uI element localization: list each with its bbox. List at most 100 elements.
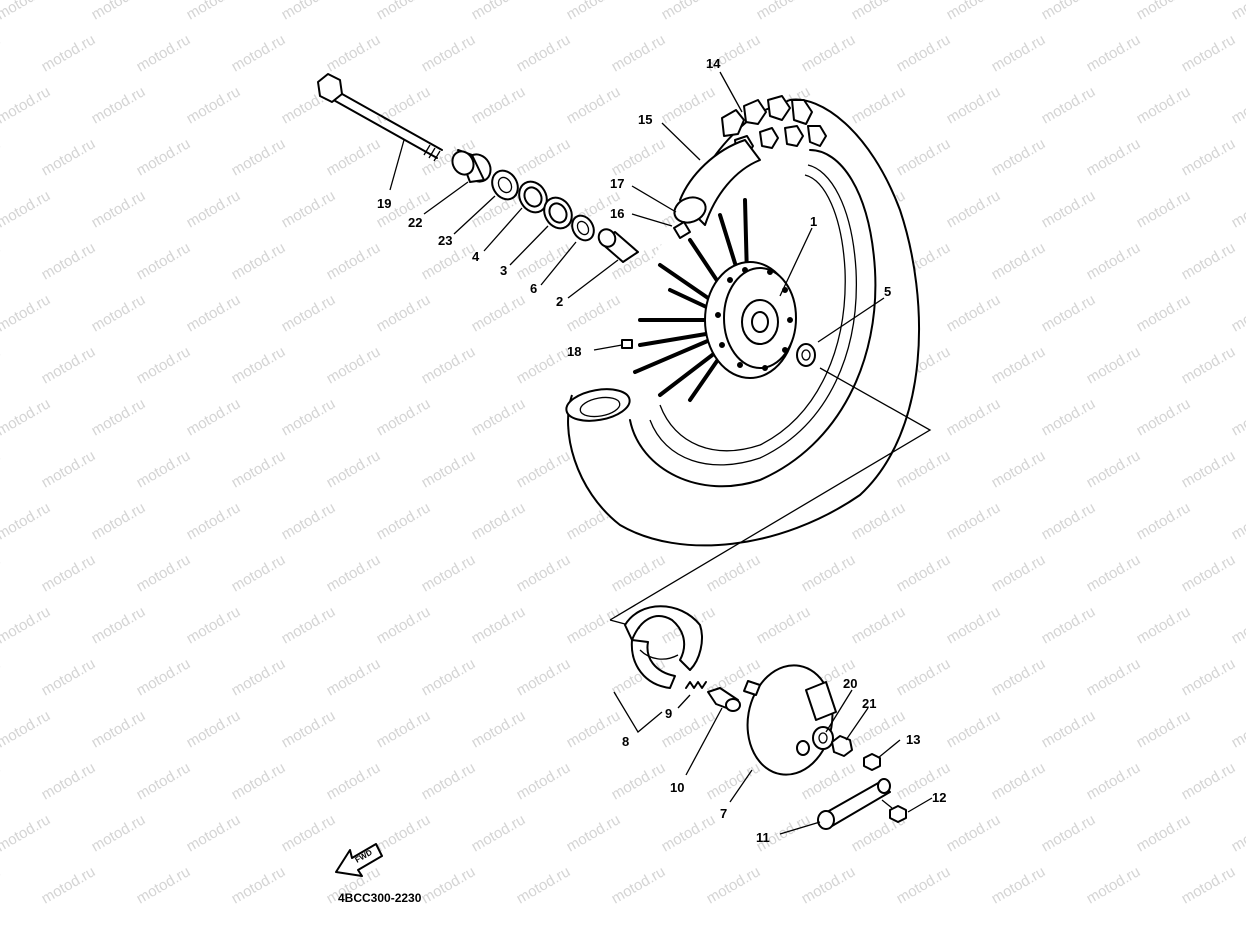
- watermark-text: motod.ru: [1229, 0, 1246, 23]
- watermark-text: motod.ru: [374, 499, 434, 543]
- watermark-text: motod.ru: [279, 0, 339, 23]
- watermark-text: motod.ru: [1229, 83, 1246, 127]
- hub-spoke-holes: [715, 267, 793, 371]
- watermark-text: motod.ru: [1039, 187, 1099, 231]
- watermark-text: motod.ru: [1179, 759, 1239, 803]
- watermark-text: motod.ru: [754, 0, 814, 23]
- watermark-text: motod.ru: [1134, 0, 1194, 23]
- watermark-text: motod.ru: [989, 447, 1049, 491]
- watermark-text: motod.ru: [1134, 291, 1194, 335]
- watermark-text: motod.ru: [1179, 343, 1239, 387]
- watermark-text: motod.ru: [894, 655, 954, 699]
- watermark-text: motod.ru: [1134, 83, 1194, 127]
- watermark-text: motod.ru: [1134, 603, 1194, 647]
- watermark-text: motod.ru: [989, 759, 1049, 803]
- watermark-text: motod.ru: [324, 239, 384, 283]
- watermark-text: motod.ru: [0, 551, 3, 595]
- watermark-text: motod.ru: [0, 395, 53, 439]
- watermark-text: motod.ru: [419, 447, 479, 491]
- watermark-text: motod.ru: [184, 291, 244, 335]
- leader-lines: [389, 71, 933, 835]
- label-2: 2: [556, 294, 563, 309]
- watermark-text: motod.ru: [1179, 655, 1239, 699]
- watermark-text: motod.ru: [469, 811, 529, 855]
- watermark-text: motod.ru: [1039, 499, 1099, 543]
- watermark-text: motod.ru: [39, 135, 99, 179]
- watermark-text: motod.ru: [374, 395, 434, 439]
- watermark-text: motod.ru: [944, 395, 1004, 439]
- label-23: 23: [438, 233, 452, 248]
- watermark-text: motod.ru: [134, 239, 194, 283]
- watermark-text: motod.ru: [944, 0, 1004, 23]
- watermark-text: motod.ru: [419, 759, 479, 803]
- watermark-text: motod.ru: [229, 655, 289, 699]
- watermark-text: motod.ru: [89, 603, 149, 647]
- watermark-text: motod.ru: [0, 135, 3, 179]
- watermark-text: motod.ru: [39, 863, 99, 907]
- label-22: 22: [408, 215, 422, 230]
- watermark-text: motod.ru: [704, 863, 764, 907]
- watermark-text: motod.ru: [564, 707, 624, 751]
- watermark-text: motod.ru: [134, 31, 194, 75]
- watermark-text: motod.ru: [1229, 291, 1246, 335]
- watermark-text: motod.ru: [1179, 447, 1239, 491]
- fwd-arrow-icon: FWD: [335, 843, 383, 877]
- watermark-text: motod.ru: [374, 811, 434, 855]
- label-21: 21: [862, 696, 876, 711]
- watermark-text: motod.ru: [1229, 499, 1246, 543]
- watermark-text: motod.ru: [514, 343, 574, 387]
- watermark-text: motod.ru: [944, 83, 1004, 127]
- watermark-text: motod.ru: [849, 603, 909, 647]
- watermark-text: motod.ru: [564, 811, 624, 855]
- watermark-text: motod.ru: [134, 135, 194, 179]
- watermark-text: motod.ru: [944, 811, 1004, 855]
- watermark-text: motod.ru: [184, 395, 244, 439]
- watermark-text: motod.ru: [1134, 811, 1194, 855]
- watermark-text: motod.ru: [609, 31, 669, 75]
- watermark-text: motod.ru: [134, 759, 194, 803]
- watermark-text: motod.ru: [279, 395, 339, 439]
- watermark-text: motod.ru: [89, 187, 149, 231]
- nut-21: [831, 735, 853, 757]
- watermark-text: motod.ru: [279, 603, 339, 647]
- watermark-text: motod.ru: [849, 499, 909, 543]
- watermark-text: motod.ru: [944, 187, 1004, 231]
- watermark-text: motod.ru: [184, 603, 244, 647]
- watermark-text: motod.ru: [419, 31, 479, 75]
- watermark-text: motod.ru: [469, 83, 529, 127]
- watermark-text: motod.ru: [609, 135, 669, 179]
- watermark-text: motod.ru: [989, 551, 1049, 595]
- watermark-text: motod.ru: [229, 759, 289, 803]
- watermark-text: motod.ru: [989, 655, 1049, 699]
- watermark-text: motod.ru: [374, 291, 434, 335]
- watermark-text: motod.ru: [894, 31, 954, 75]
- oil-seal-5: [796, 343, 816, 367]
- rim-outline: [629, 149, 877, 488]
- watermark-text: motod.ru: [134, 447, 194, 491]
- watermark-text: motod.ru: [989, 239, 1049, 283]
- brake-group: [624, 605, 907, 830]
- watermark-text: motod.ru: [989, 863, 1049, 907]
- watermark-text: motod.ru: [1084, 135, 1144, 179]
- watermark-text: motod.ru: [1084, 343, 1144, 387]
- watermark-text: motod.ru: [849, 707, 909, 751]
- watermark-text: motod.ru: [0, 291, 53, 335]
- valve-16: [673, 221, 691, 239]
- watermark-text: motod.ru: [989, 343, 1049, 387]
- watermark-text: motod.ru: [0, 707, 53, 751]
- watermark-text: motod.ru: [89, 83, 149, 127]
- watermark-text: motod.ru: [184, 811, 244, 855]
- nut-13: [863, 753, 881, 771]
- watermark-text: motod.ru: [469, 0, 529, 23]
- watermark-text: motod.ru: [184, 0, 244, 23]
- axle-19: [329, 89, 443, 159]
- label-14: 14: [706, 56, 721, 71]
- watermark-text: motod.ru: [184, 707, 244, 751]
- watermark-text: motod.ru: [894, 863, 954, 907]
- label-3: 3: [500, 263, 507, 278]
- watermark-text: motod.ru: [514, 551, 574, 595]
- hub-bore: [751, 311, 769, 333]
- watermark-text: motod.ru: [0, 863, 3, 907]
- label-15: 15: [638, 112, 652, 127]
- rear-wheel-assembly: [565, 95, 921, 547]
